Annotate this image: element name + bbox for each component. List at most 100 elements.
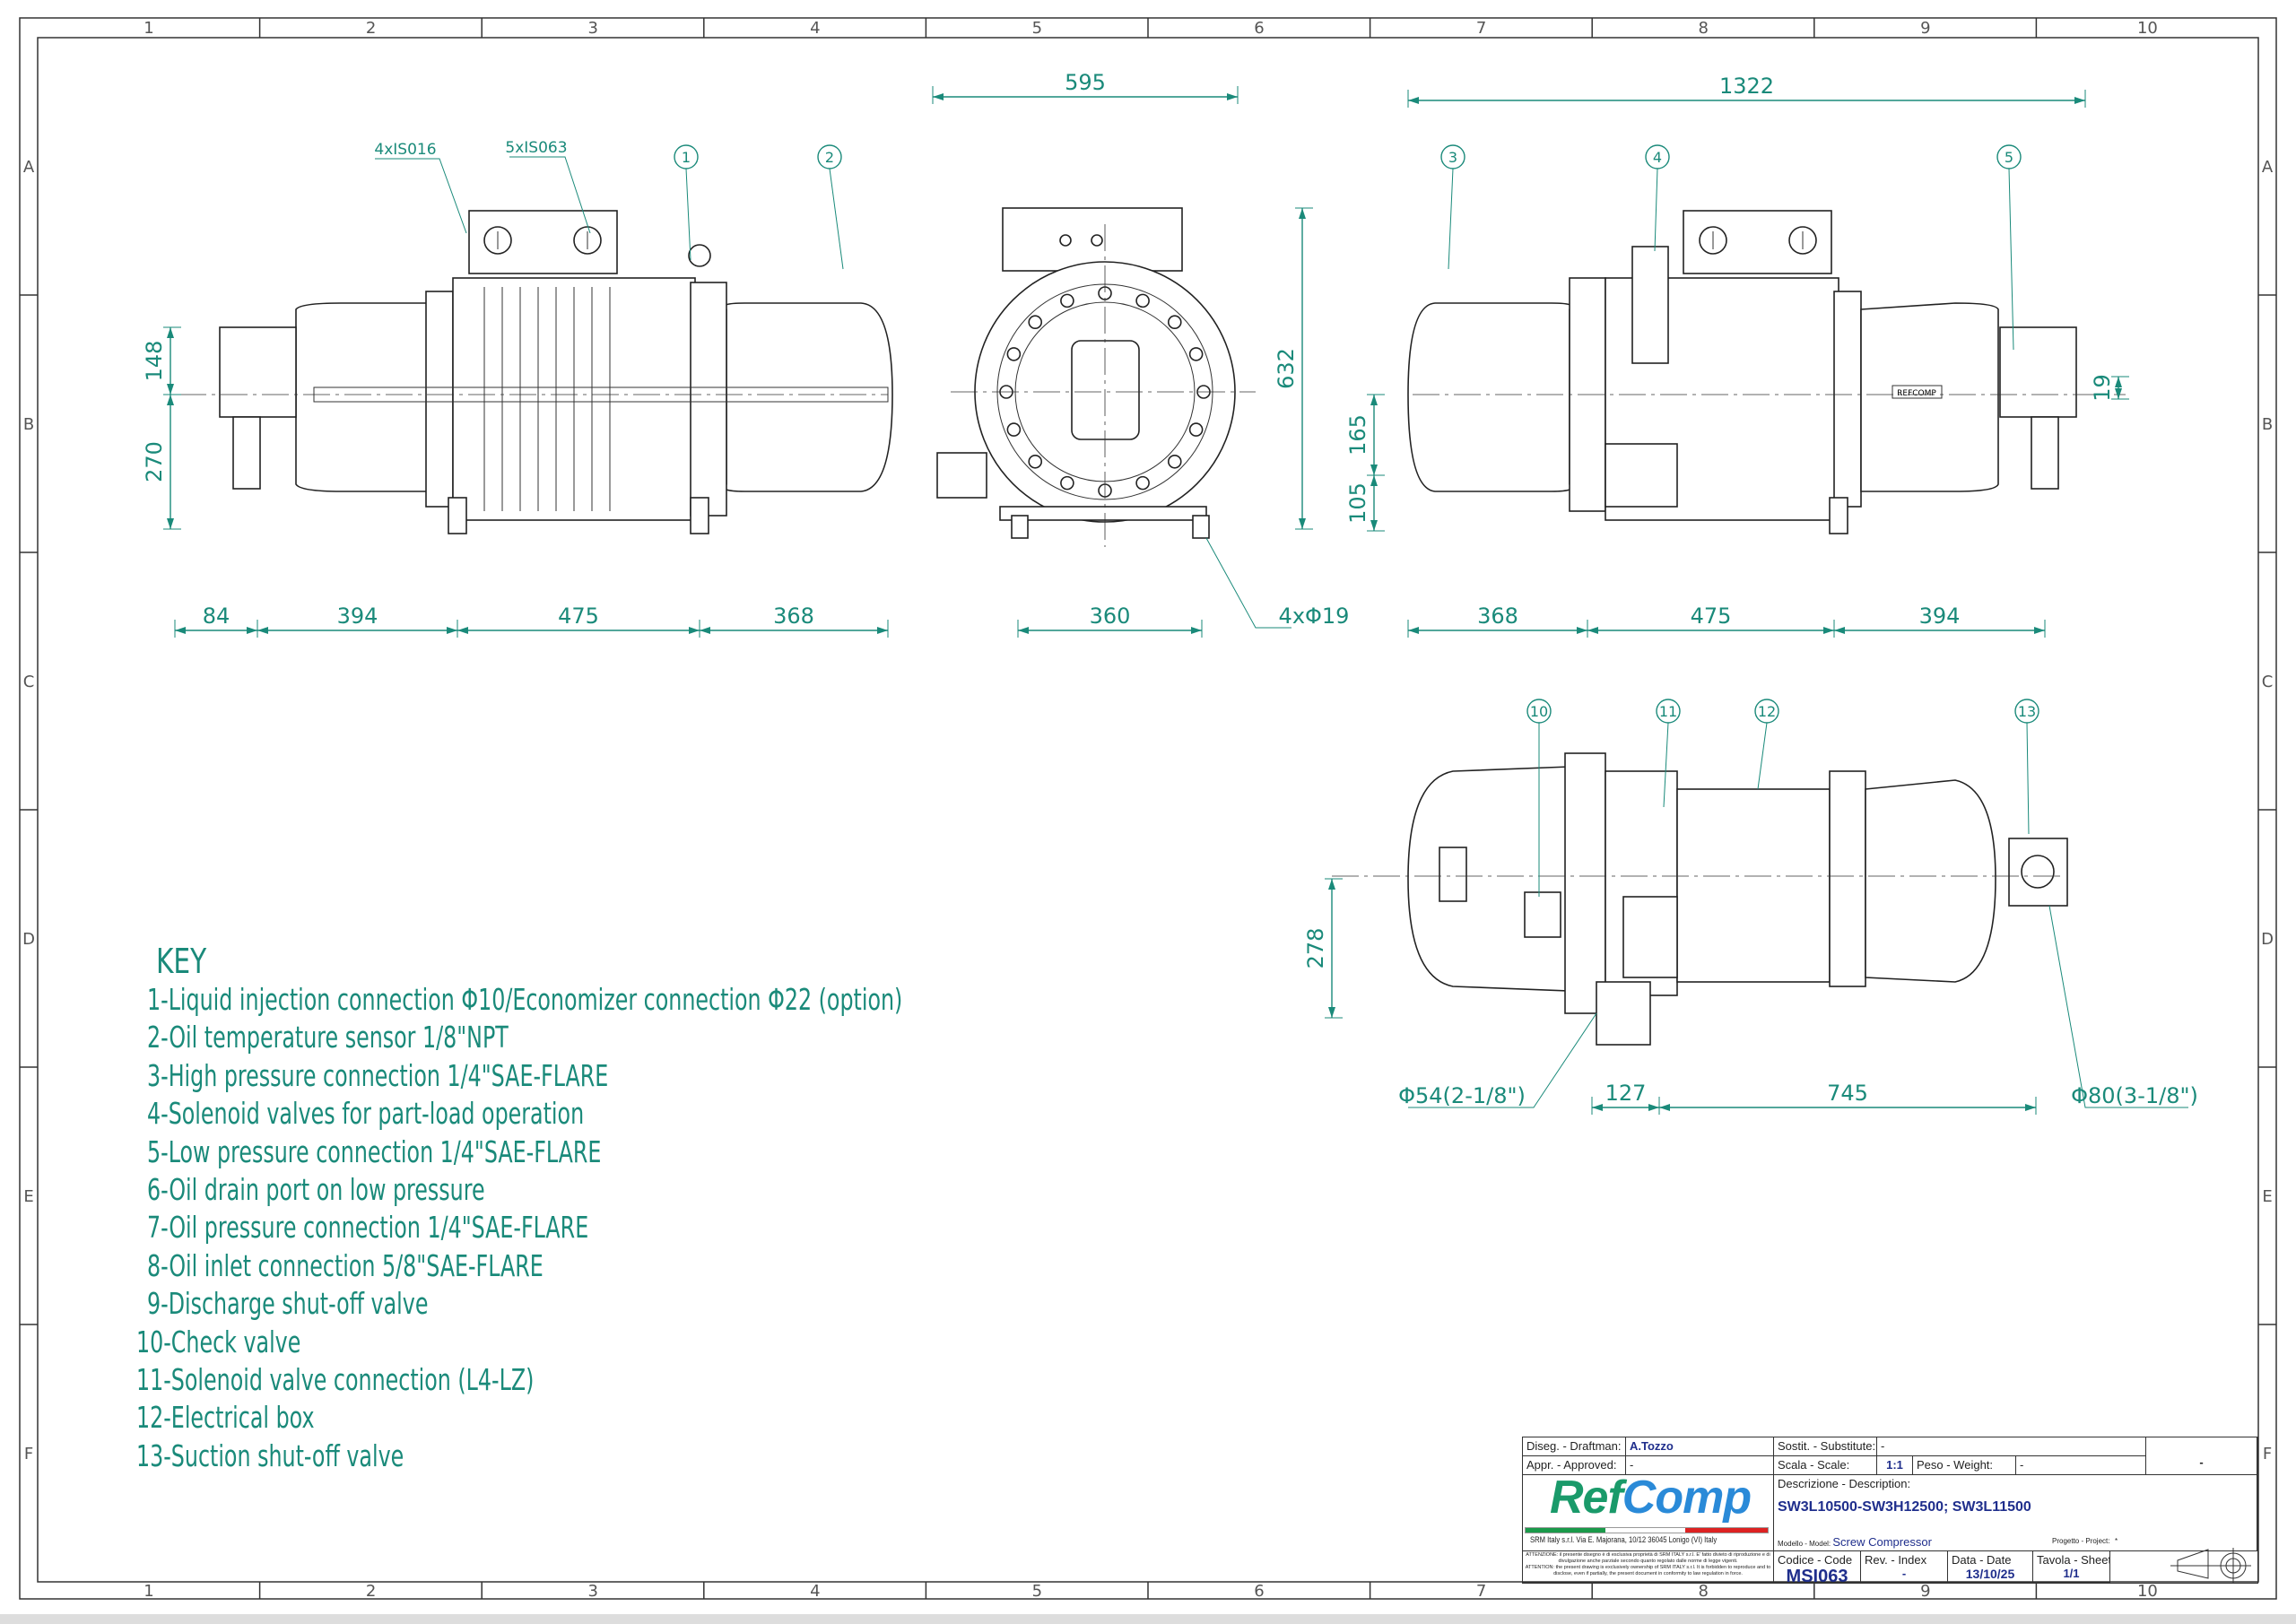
key-item: 11-Solenoid valve connection (L4-LZ) <box>136 1362 535 1398</box>
extra-value: - <box>2146 1437 2257 1475</box>
grid-column-10: 10 <box>2137 19 2158 38</box>
nameplate: REFCOMP <box>1897 389 1936 398</box>
grid-column-9: 9 <box>1920 1582 1930 1601</box>
callout-bubble-10: 10 <box>1526 699 1552 897</box>
dimension-165: 165 <box>1345 394 1385 476</box>
grid-row-C: C <box>23 673 35 691</box>
key-item: 12-Electrical box <box>136 1400 315 1436</box>
grid-column-4: 4 <box>810 19 820 38</box>
callout-bubble-4: 4 <box>1645 144 1670 252</box>
title-block: Diseg. - Draftman: A.Tozzo Sostit. - Sub… <box>1522 1437 2258 1584</box>
dimension-278: 278 <box>1303 878 1343 1019</box>
notice-italian: ATTENZIONE: il presente disegno è di esc… <box>1526 1552 1770 1564</box>
dimension-label: 165 <box>1345 414 1370 456</box>
rev-label: Rev. - Index <box>1865 1553 1927 1567</box>
key-item: 6-Oil drain port on low pressure <box>147 1172 485 1208</box>
substitute-value: - <box>1877 1437 2146 1456</box>
substitute-label: Sostit. - Substitute: <box>1774 1437 1877 1456</box>
bubble-number: 3 <box>1448 149 1457 166</box>
key-item: 9-Discharge shut-off valve <box>147 1286 429 1322</box>
dimension-360: 360 <box>1017 604 1203 638</box>
project-label: Progetto - Project: <box>2052 1537 2110 1545</box>
approved-label: Appr. - Approved: <box>1523 1456 1626 1475</box>
leader-callout: 4xΦ19 <box>1205 537 1349 629</box>
key-item: 5-Low pressure connection 1/4"SAE-FLARE <box>147 1133 602 1169</box>
dimension-19: 19 <box>2090 374 2129 402</box>
rev-value: - <box>1901 1567 1907 1580</box>
grid-column-7: 7 <box>1476 19 1486 38</box>
grid-column-9: 9 <box>1920 19 1930 38</box>
italian-flag-stripe <box>1525 1527 1769 1533</box>
dimension-label: 595 <box>1065 70 1106 95</box>
grid-column-1: 1 <box>144 19 153 38</box>
notice-english: ATTENTION: the present drawing is exclus… <box>1525 1565 1771 1576</box>
dimension-label: 105 <box>1345 482 1370 524</box>
bubble-number: 13 <box>2018 703 2036 720</box>
bubble-number: 4 <box>1653 149 1662 166</box>
bubble-number: 5 <box>2005 149 2013 166</box>
draftman-label: Diseg. - Draftman: <box>1523 1437 1626 1456</box>
dimension-label: 475 <box>558 604 599 629</box>
dimension-595: 595 <box>932 70 1239 104</box>
key-item: 1-Liquid injection connection Φ10/Econom… <box>147 982 903 1017</box>
grid-row-E: E <box>2262 1187 2272 1206</box>
dimension-632: 632 <box>1274 207 1313 530</box>
date-cell: Data - Date 13/10/25 <box>1948 1551 2033 1583</box>
grid-column-1: 1 <box>144 1582 153 1601</box>
side-view-left <box>179 210 893 534</box>
scale-value: 1:1 <box>1877 1456 1913 1475</box>
grid-column-3: 3 <box>587 19 597 38</box>
dimension-105: 105 <box>1345 474 1385 532</box>
callout-bubble-2: 2 <box>817 144 844 270</box>
sheet-value: 1/1 <box>2063 1567 2080 1580</box>
dimension-475: 475 <box>1587 604 1835 638</box>
key-title: KEY <box>156 942 207 981</box>
draftman-value: A.Tozzo <box>1626 1437 1774 1456</box>
bubble-number: 11 <box>1659 703 1677 720</box>
dimension-label: 127 <box>1605 1081 1647 1106</box>
dimension-148: 148 <box>142 326 181 395</box>
grid-column-10: 10 <box>2137 1582 2158 1601</box>
grid-row-B: B <box>2262 415 2273 434</box>
model-cell: Modello - Model: Screw Compressor Proget… <box>1774 1533 2257 1551</box>
dimension-394: 394 <box>257 604 458 638</box>
grid-row-F: F <box>24 1445 33 1463</box>
grid-column-7: 7 <box>1476 1582 1486 1601</box>
dimension-127: 127 <box>1591 1081 1660 1115</box>
dimension-270: 270 <box>142 394 181 530</box>
callout-bubble-5: 5 <box>1996 144 2022 351</box>
dimension-label: 360 <box>1090 604 1131 629</box>
grid-row-D: D <box>22 930 35 949</box>
callout-5xIS063: 5xIS063 <box>505 139 567 157</box>
leader-callout: Φ80(3-1/8") <box>2048 905 2198 1108</box>
dimension-394: 394 <box>1833 604 2046 638</box>
description-label: Descrizione - Description: <box>1778 1477 1911 1490</box>
dimension-label: 368 <box>1477 604 1518 629</box>
dimension-label: 475 <box>1691 604 1732 629</box>
side-view-right: REFCOMP <box>1407 210 2126 534</box>
grid-row-D: D <box>2261 930 2274 949</box>
dimension-label: 632 <box>1274 348 1299 389</box>
approved-value: - <box>1626 1456 1774 1475</box>
dimension-745: 745 <box>1658 1081 2037 1115</box>
key-item: 13-Suction shut-off valve <box>136 1437 404 1473</box>
grid-row-A: A <box>2262 158 2274 177</box>
grid-column-2: 2 <box>366 19 376 38</box>
projection-symbol <box>2170 1548 2251 1584</box>
key-item: 3-High pressure connection 1/4"SAE-FLARE <box>147 1057 609 1093</box>
description-cell: Descrizione - Description: SW3L10500-SW3… <box>1774 1475 2257 1533</box>
callout-bubble-11: 11 <box>1656 699 1681 808</box>
grid-row-A: A <box>23 158 35 177</box>
key-item: 10-Check valve <box>136 1324 301 1359</box>
legal-notice: ATTENZIONE: il presente disegno è di esc… <box>1523 1551 1774 1583</box>
date-label: Data - Date <box>1952 1553 2012 1567</box>
model-value: Screw Compressor <box>1832 1535 1932 1549</box>
dimension-label: 278 <box>1303 928 1328 969</box>
leader-callout: Φ54(2-1/8") <box>1398 1012 1597 1108</box>
bubble-number: 12 <box>1758 703 1776 720</box>
dimension-label: 270 <box>142 441 167 482</box>
dimension-label: 745 <box>1827 1081 1868 1106</box>
bubble-number: 1 <box>682 149 691 166</box>
bubble-number: 2 <box>825 149 834 166</box>
